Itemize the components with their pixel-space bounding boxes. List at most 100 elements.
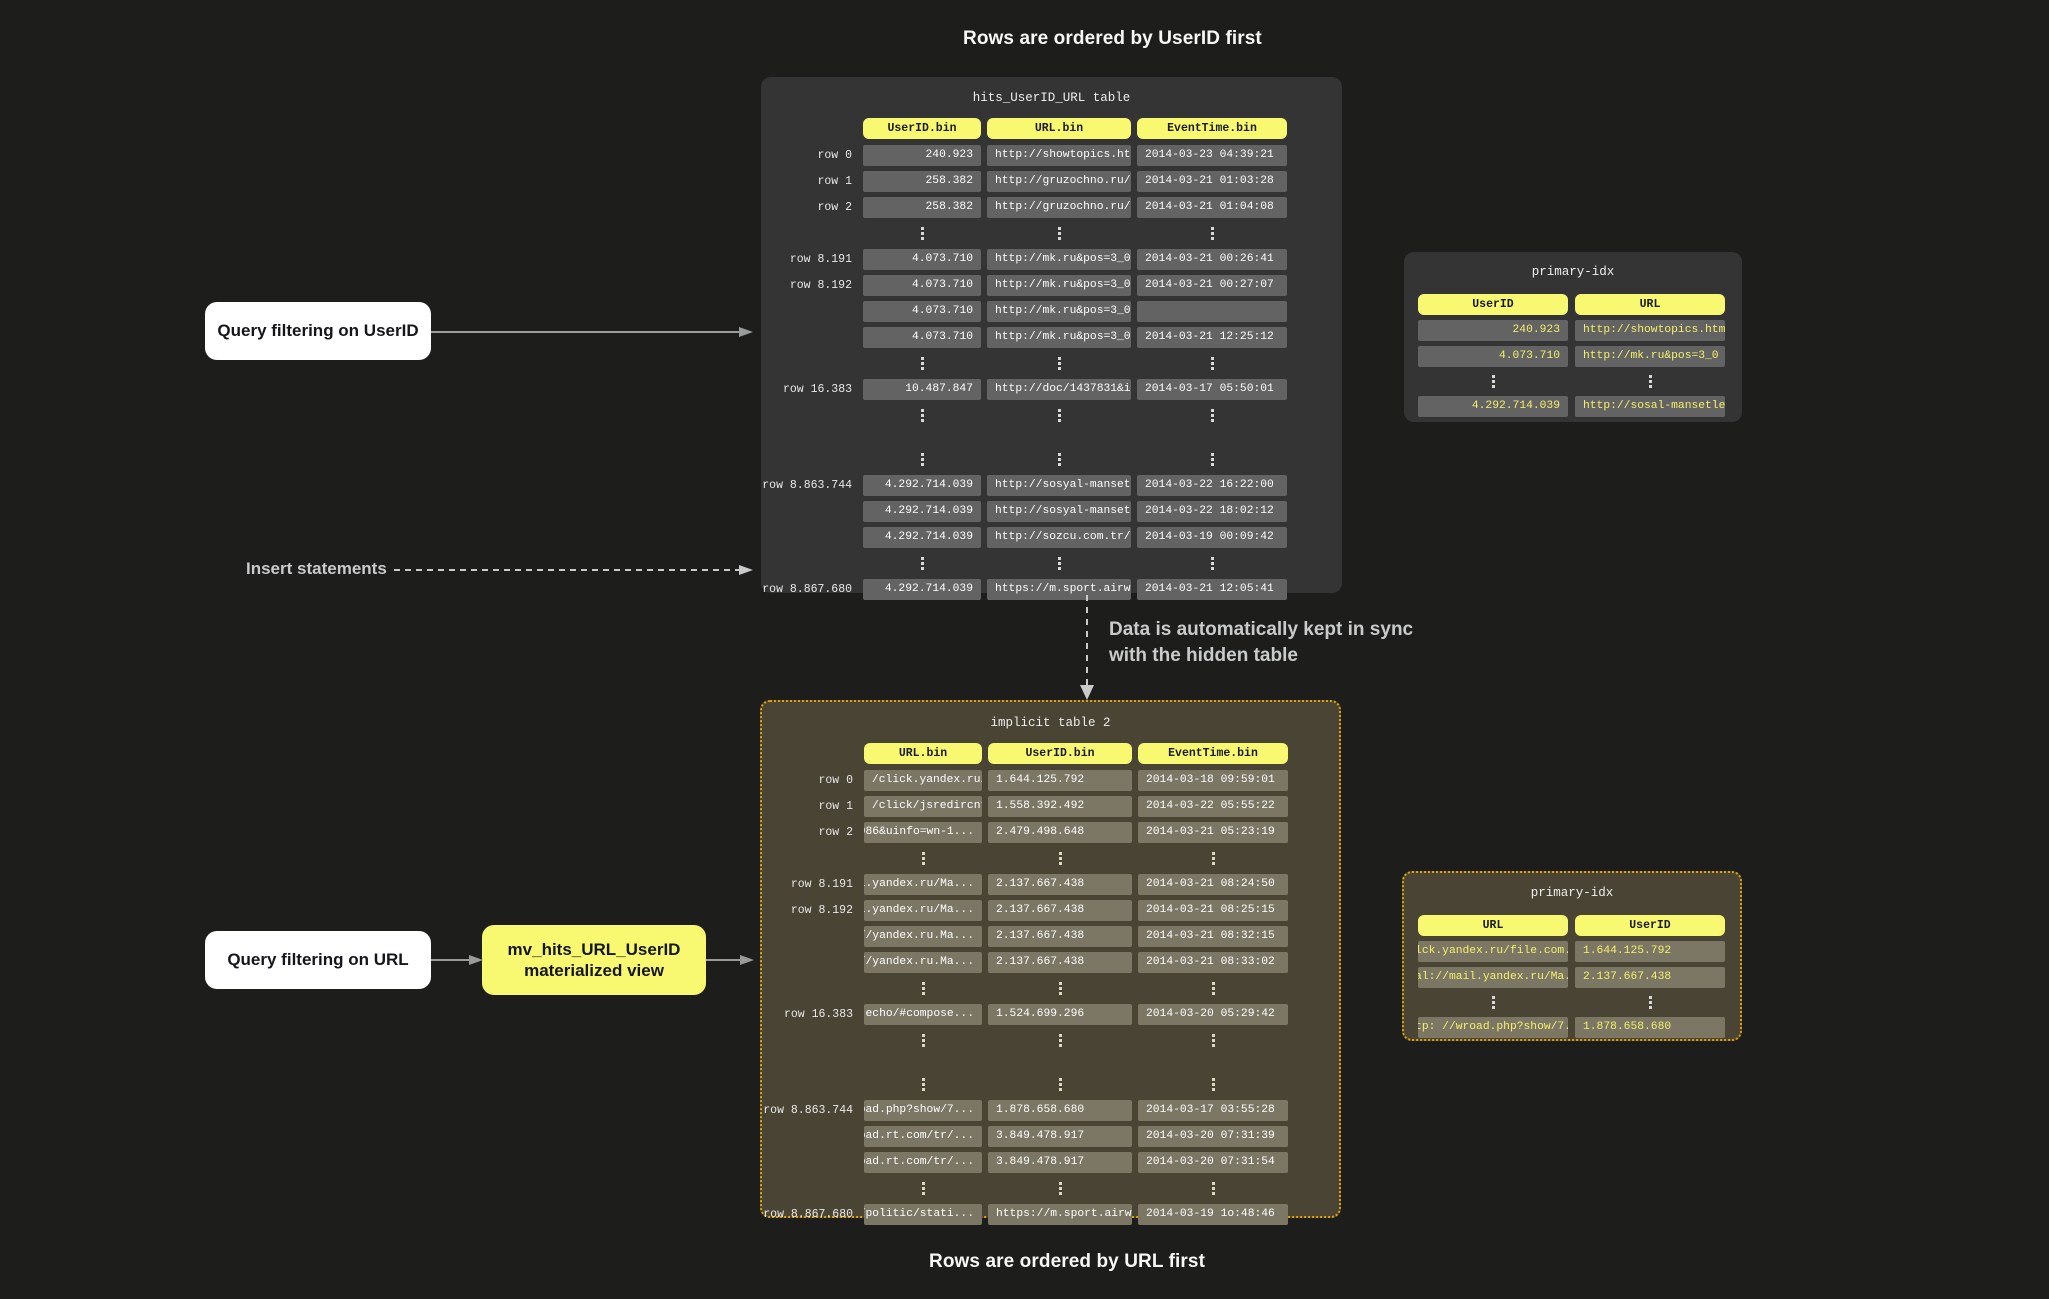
ellipsis-icon [1057,556,1061,570]
table-cell: goal://yandex.ru.Ma... [864,951,982,973]
table-cell: http://wroad.php?show/7... [864,1099,982,1121]
table-row: row 8.192goal://mail.yandex.ru/Ma...2.13… [762,897,1339,923]
ellipsis-icon [1211,851,1215,865]
table-cell: 2014-03-21 12:05:41 [1137,578,1287,600]
ellipsis-icon [921,1181,925,1195]
table-cell: http://mk.ru&pos=3_0 [987,300,1131,322]
column-header-userid-bin: UserID.bin [988,743,1132,764]
table-cell: 2014-03-17 05:50:01 [1137,378,1287,400]
callout-query-filtering-userid[interactable]: Query filtering on UserID [205,302,431,360]
table-cell: 2014-03-21 08:32:15 [1138,925,1288,947]
table-cell: 1.644.125.792 [988,769,1132,791]
primary-idx-cell: http://showtopics.html%3... [1575,319,1725,341]
column-header-url-bin: URL.bin [987,118,1131,139]
ellipsis-cell [1137,405,1287,426]
ellipsis-cell [863,449,981,470]
ellipsis-cell [987,553,1131,574]
row-label: row 8.863.744 [763,1103,853,1117]
ellipsis-icon [1648,995,1652,1009]
ellipsis-cell [1575,990,1725,1014]
ellipsis-cell [1137,353,1287,374]
primary-idx-column-header-url: URL [1418,914,1568,936]
ellipsis-cell [1575,369,1725,393]
table-ellipsis-row [761,350,1342,376]
ellipsis-icon [1058,1181,1062,1195]
page-title-bottom: Rows are ordered by URL first [929,1251,1206,1272]
table-cell: http://doc/1437831&is_mo... [987,378,1131,400]
label-sync-note: Data is automatically kept in sync with … [1109,617,1413,668]
ellipsis-cell [988,1030,1132,1051]
callout-label: mv_hits_URL_UserID materialized view [508,939,681,982]
table-cell: https://m.sport.airway/? [987,578,1131,600]
table-ellipsis-row [762,1071,1339,1097]
row-label: row 8.191 [790,877,853,891]
row-label: row 16.383 [783,1007,853,1021]
primary-idx-row: goal://mail.yandex.ru/Ma...2.137.667.438 [1418,964,1726,990]
table-ellipsis-row [762,1027,1339,1053]
primary-idx-cell: 1.644.125.792 [1575,940,1725,962]
primary-idx-cell: 240.923 [1418,319,1568,341]
table-cell: 1.558.392.492 [988,795,1132,817]
table-row: row 8.867.680res://m.me/politic/stati...… [762,1201,1339,1227]
callout-query-filtering-url[interactable]: Query filtering on URL [205,931,431,989]
row-label: row 0 [818,773,853,787]
table-cell: 258.382 [863,196,981,218]
table-cell: https://m.sport.airway/? [988,1203,1132,1225]
ellipsis-cell [1137,223,1287,244]
primary-idx-panel-bottom: primary-idx URLUserID/clck.yandex.ru/fil… [1402,871,1742,1041]
table-cell: 4.292.714.039 [863,474,981,496]
row-label: row 8.867.680 [762,582,852,596]
ellipsis-icon [1210,452,1214,466]
sync-line-1: Data is automatically kept in sync [1109,619,1414,640]
arrow-query-userid-to-table [431,327,753,337]
label-insert-statements: Insert statements [246,559,387,578]
table-cell: http://showtopics.html%3... [987,144,1131,166]
table-row: row 2258.382http://gruzochno.ru/ekat...2… [761,194,1342,220]
table-cell: 2014-03-19 00:09:42 [1137,526,1287,548]
table-cell: 2.137.667.438 [988,873,1132,895]
table-cell: goal://mail.yandex.ru/Ma... [864,873,982,895]
table-row: row 16.383goal://r52-echo/#compose...1.5… [762,1001,1339,1027]
row-label: row 1 [817,174,852,188]
primary-idx-column-header-url: URL [1575,293,1725,315]
table-title: hits_UserID_URL table [972,91,1131,105]
ellipsis-cell [988,978,1132,999]
table-row: row 8.191 goal://mail.yandex.ru/Ma... 2.13… [762,871,1339,897]
ellipsis-cell [1418,990,1568,1014]
ellipsis-cell [1138,1178,1288,1199]
table-ellipsis-row [762,1175,1339,1201]
table-row: http://wroad.rt.com/tr/...3.849.478.9172… [762,1123,1339,1149]
ellipsis-icon [1491,374,1495,388]
ellipsis-icon [1211,1181,1215,1195]
primary-idx-cell: http: //wroad.php?show/7... [1418,1016,1568,1038]
table-ellipsis-row [762,845,1339,871]
primary-idx-cell: 4.073.710 [1418,345,1568,367]
primary-idx-row: http: //wroad.php?show/7...1.878.658.680 [1418,1014,1726,1040]
table-cell: 2014-03-18 09:59:01 [1138,769,1288,791]
table-row: 4.292.714.039http://sozcu.com.tr/oaut201… [761,524,1342,550]
ellipsis-icon [921,1033,925,1047]
callout-materialized-view[interactable]: mv_hits_URL_UserID materialized view [482,925,706,995]
table-cell: 2014-03-21 00:26:41 [1137,248,1287,270]
table-cell: 2.479.498.648 [988,821,1132,843]
column-header-eventtime-bin: EventTime.bin [1138,743,1288,764]
primary-idx-cell: http://mk.ru&pos=3_0 [1575,345,1725,367]
table-cell: 3.849.478.917 [988,1125,1132,1147]
column-header-eventtime-bin: EventTime.bin [1137,118,1287,139]
primary-idx-cell: 4.292.714.039 [1418,395,1568,417]
ellipsis-cell [987,405,1131,426]
table-title: implicit table 2 [990,716,1111,730]
ellipsis-cell [864,1178,982,1199]
arrow-insert-statements [394,565,753,575]
ellipsis-icon [921,981,925,995]
primary-idx-row: 240.923 http://showtopics.html%3... [1418,317,1728,343]
table-cell: http://sosyal-mansetleri... [987,500,1131,522]
table-cell: 2014-03-20 05:29:42 [1138,1003,1288,1025]
